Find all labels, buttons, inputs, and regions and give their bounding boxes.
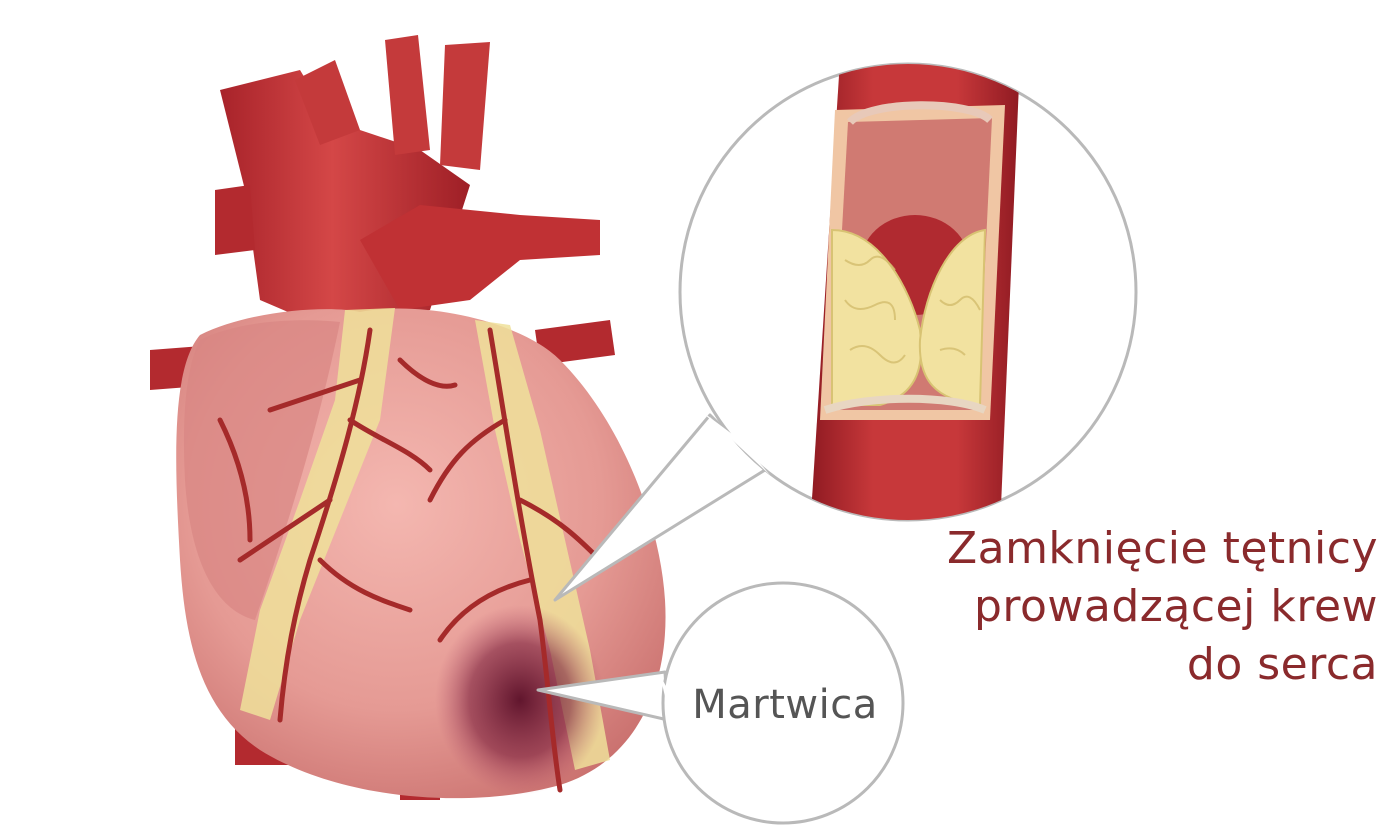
subclavian-artery — [440, 42, 490, 170]
pulmonary-artery — [360, 205, 600, 310]
caption-line-3: do serca — [908, 636, 1378, 694]
carotid-artery — [385, 35, 430, 155]
artery-occlusion-caption: Zamknięcie tętnicy prowadzącej krew do s… — [908, 520, 1378, 694]
caption-line-1: Zamknięcie tętnicy — [908, 520, 1378, 578]
caption-line-2: prowadzącej krew — [908, 578, 1378, 636]
artery-callout — [555, 60, 1136, 600]
superior-vena-cava — [215, 185, 255, 255]
necrosis-label: Martwica — [660, 675, 910, 735]
